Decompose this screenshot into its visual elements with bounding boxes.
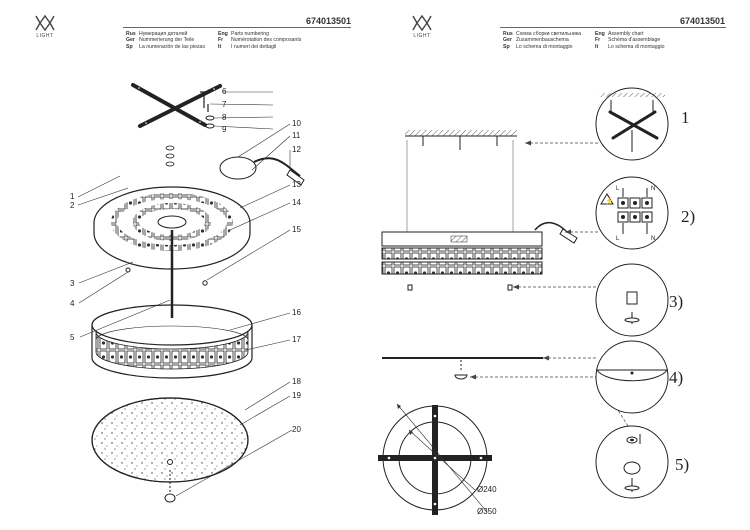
callout-14: 14: [292, 198, 301, 207]
assembly-drawing: ⚡ L N L N 1 2) 3) 4) 5): [378, 87, 695, 516]
callout-19: 19: [292, 391, 301, 400]
callout-9: 9: [222, 125, 227, 134]
leader-lines: [77, 91, 293, 497]
callout-numbers: 1 2 3 4 5 6 7 8 9 10 11 12 13 14 15 16 1…: [70, 87, 301, 434]
callout-7: 7: [222, 100, 227, 109]
screws: [200, 91, 209, 112]
callout-5: 5: [70, 333, 75, 342]
step-5: 5): [675, 455, 689, 474]
callout-1: 1: [70, 192, 75, 201]
terminal-label-3: L: [616, 236, 620, 242]
ceiling-hatch: [405, 130, 517, 136]
callout-11: 11: [292, 131, 301, 140]
exploded-view-drawing: 1 2 3 4 5 6 7 8 9 10 11 12 13 14 15 16 1…: [70, 83, 305, 503]
callout-18: 18: [292, 377, 301, 386]
step-1: 1: [681, 108, 690, 127]
mw-logo-icon: [412, 14, 432, 32]
header-rule: [123, 27, 351, 28]
header-rule: [500, 27, 726, 28]
product-code: 674013501: [306, 16, 352, 26]
terminal-label-1: L: [616, 186, 620, 192]
arrow-heads: [470, 140, 571, 380]
logo-text: LIGHT: [36, 33, 54, 39]
callout-6: 6: [222, 87, 227, 96]
dimension-240: Ø240: [477, 485, 497, 494]
callout-15: 15: [292, 225, 301, 234]
callout-2: 2: [70, 201, 75, 210]
terminal-label-2: N: [651, 186, 655, 192]
step-3: 3): [669, 292, 683, 311]
callout-12: 12: [292, 145, 301, 154]
step-2: 2): [681, 207, 695, 226]
callout-3: 3: [70, 279, 75, 288]
callout-10: 10: [292, 119, 301, 128]
mounting-cross-bracket: [131, 83, 222, 128]
brand-logo: LIGHT: [407, 14, 437, 39]
logo-text: LIGHT: [413, 33, 431, 39]
callout-17: 17: [292, 335, 301, 344]
callout-16: 16: [292, 308, 301, 317]
product-code: 674013501: [680, 16, 726, 26]
terminal-label-4: N: [651, 236, 655, 242]
svg-text:⚡: ⚡: [605, 196, 614, 205]
dimension-350: Ø350: [477, 507, 497, 516]
step-4: 4): [669, 368, 683, 387]
callout-20: 20: [292, 425, 301, 434]
mw-logo-icon: [35, 14, 55, 32]
callout-8: 8: [222, 113, 227, 122]
callout-13: 13: [292, 180, 301, 189]
callout-4: 4: [70, 299, 75, 308]
brand-logo: LIGHT: [30, 14, 60, 39]
